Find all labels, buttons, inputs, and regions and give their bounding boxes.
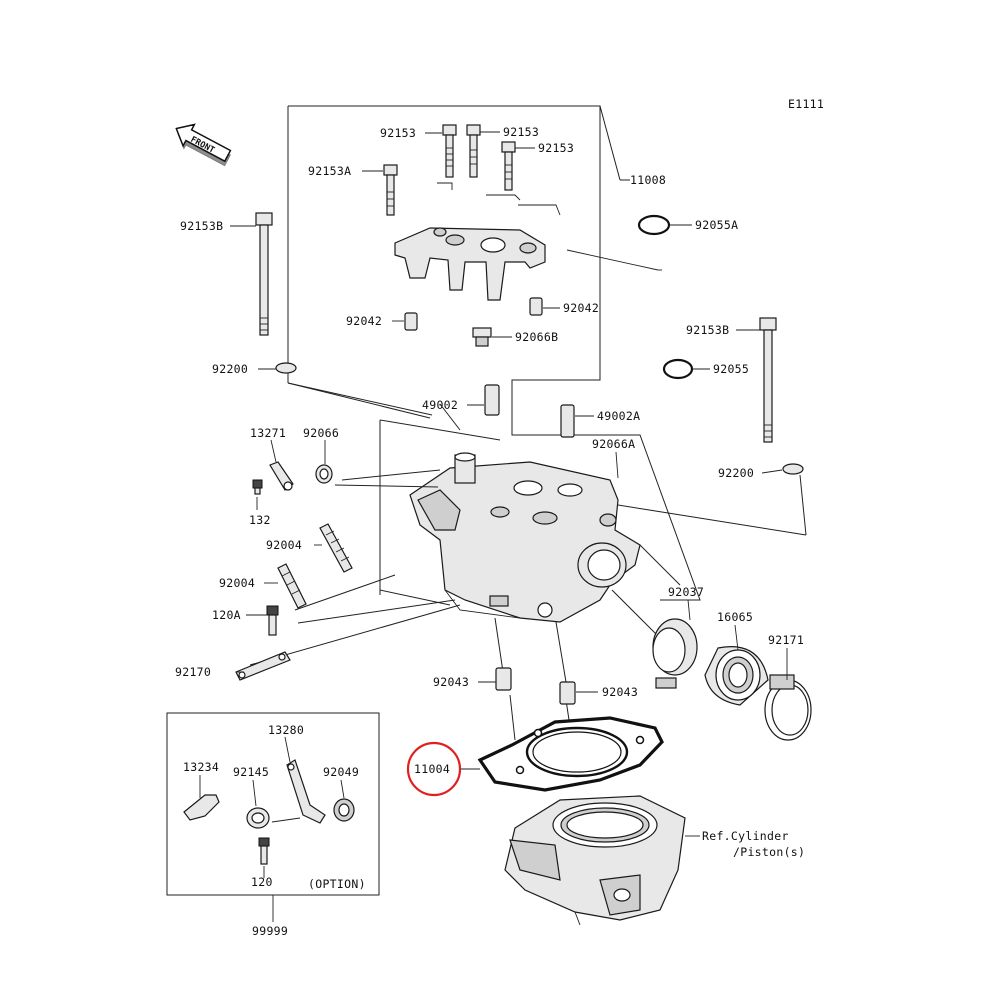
label-92066B: 92066B [515,330,558,344]
label-92004-a: 92004 [266,538,302,552]
bolt-92153-c [501,141,516,191]
label-92200-right: 92200 [718,466,754,480]
label-ref-cylinder-line1: Ref.Cylinder [702,829,789,843]
cylinder-reference [504,795,686,926]
spring-92145 [246,807,270,829]
holder-92037 [652,618,698,689]
long-bolt-92153B-left [255,212,273,336]
label-92043-right: 92043 [602,685,638,699]
diagram-code: E1111 [788,97,824,111]
stud-92004-b [277,563,307,609]
label-11004: 11004 [414,762,450,776]
washer-92200-left [275,362,297,374]
bolt-92153-a [442,124,457,178]
label-92153B-right: 92153B [686,323,729,337]
highlight-circle [406,741,462,797]
dowel-pin-92043-left [495,667,512,691]
label-ref-cylinder-line2: /Piston(s) [733,845,805,859]
label-92042-left: 92042 [346,314,382,328]
label-92055: 92055 [713,362,749,376]
bolt-120A [266,605,279,636]
bracket-13271 [269,461,294,491]
label-92043-left: 92043 [433,675,469,689]
bolt-92153-b [466,124,481,178]
label-92066A: 92066A [592,437,635,451]
label-92042-right: 92042 [563,301,599,315]
washer-92200-right [782,463,804,475]
plug-92066B [472,327,492,347]
part-labels: 92153 92153 92153 92153A 11008 92055A 92… [175,125,805,938]
label-92170: 92170 [175,665,211,679]
label-13234: 13234 [183,760,219,774]
intake-holder-16065 [704,646,769,706]
bolt-132 [252,479,263,495]
valve-guide-49002 [484,384,500,416]
lever-13280 [286,759,326,824]
label-92066: 92066 [303,426,339,440]
o-ring-92055A [637,214,671,236]
part-13234 [183,794,220,821]
label-92037: 92037 [668,585,704,599]
bracket-92170 [235,651,291,681]
label-92153-b: 92153 [503,125,539,139]
label-120A: 120A [212,608,241,622]
o-ring-92055 [662,358,694,380]
camshaft-cap [394,227,546,301]
seal-92049 [333,798,355,822]
dowel-pin-92042-left [404,312,418,331]
label-13271: 13271 [250,426,286,440]
long-bolt-92153B-right [759,317,777,443]
head-gasket-11004 [477,716,664,792]
dowel-pin-92043-right [559,681,576,705]
label-49002A: 49002A [597,409,640,423]
bolt-92153A [383,164,398,216]
camshaft-cap-panel [287,105,701,601]
bolt-120 [258,837,270,865]
label-leaders [199,131,788,922]
label-92055A: 92055A [695,218,738,232]
stud-92004-a [319,523,353,573]
label-92153B-left: 92153B [180,219,223,233]
label-49002: 49002 [422,398,458,412]
label-92145: 92145 [233,765,269,779]
label-92004-b: 92004 [219,576,255,590]
label-11008: 11008 [630,173,666,187]
label-option: (OPTION) [308,877,366,891]
label-92049: 92049 [323,765,359,779]
collar-92066 [315,464,333,484]
dowel-pin-92042-right [529,297,543,316]
leader-lines [249,382,807,761]
label-132: 132 [249,513,271,527]
label-92200-left: 92200 [212,362,248,376]
clamp-92171 [764,674,812,741]
label-92153-c: 92153 [538,141,574,155]
label-99999: 99999 [252,924,288,938]
valve-guide-49002A [560,404,575,438]
label-92153-a: 92153 [380,126,416,140]
label-120: 120 [251,875,273,889]
cylinder-head [409,452,641,623]
label-92171: 92171 [768,633,804,647]
front-arrow-icon: FRONT [175,123,232,167]
label-92153A: 92153A [308,164,351,178]
label-16065: 16065 [717,610,753,624]
label-13280: 13280 [268,723,304,737]
